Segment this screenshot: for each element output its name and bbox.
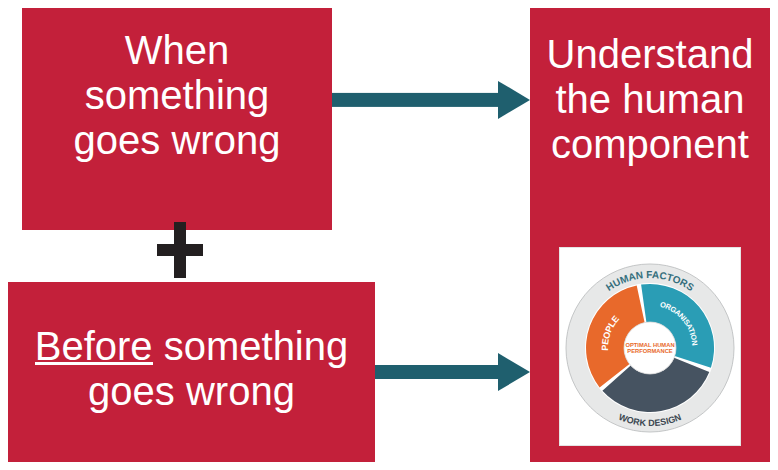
box-text: Before something goes wrong [8, 324, 375, 414]
process-box: When something goes wrong [22, 8, 332, 230]
human-factors-illustration: HUMAN FACTORS PEOPLE ORGANISATION WORK DESI… [560, 248, 740, 445]
plus-bar-horizontal [157, 244, 203, 256]
arrow-head [498, 81, 530, 119]
graphic-label-path: ORGANISATION [659, 300, 700, 346]
graphic-center-label: OPTIMAL HUMAN PERFORMANCE [625, 333, 675, 363]
arrow-connector [332, 81, 530, 119]
plus-bar-vertical [174, 222, 186, 278]
arrow-connector [375, 353, 530, 391]
box-text: Understand the human component [530, 32, 770, 167]
outer-ring [566, 264, 734, 432]
process-box: Before something goes wrong [8, 282, 375, 462]
graphic-label-path: HUMAN FACTORS [604, 269, 696, 293]
text-underline [35, 362, 153, 365]
graphic-label-path: WORK DESIGN [617, 412, 682, 428]
graphic-label-path: PEOPLE [600, 314, 621, 351]
center-disc [624, 322, 676, 374]
graphic-label: PEOPLE [600, 314, 621, 351]
graphic-label: ORGANISATION [659, 300, 700, 346]
box-text: When something goes wrong [22, 28, 332, 163]
inner-disc [585, 283, 715, 413]
graphic-label: WORK DESIGN [617, 412, 682, 428]
arrow-shaft [332, 93, 499, 107]
arrow-shaft [375, 365, 499, 379]
arrow-head [498, 353, 530, 391]
graphic-label: HUMAN FACTORS [604, 269, 696, 293]
